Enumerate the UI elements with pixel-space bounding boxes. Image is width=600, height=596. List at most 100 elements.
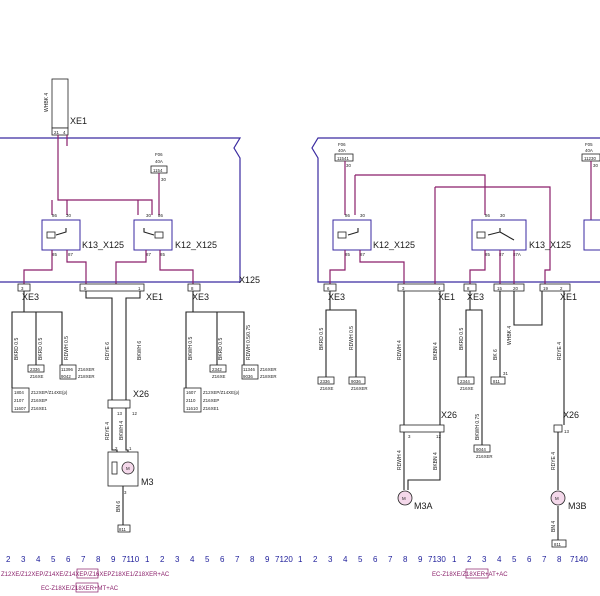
wire-label-bkwh075: BKWH 0.75 — [475, 414, 481, 440]
pin-85d: 85 — [485, 252, 490, 257]
relay-partial-right — [583, 219, 600, 251]
ruler-digit: 8 — [250, 555, 255, 564]
left-magenta-wire — [51, 135, 153, 215]
ground-ref-811-right: 811 — [554, 542, 562, 547]
ruler-mark-7140: 7140 — [570, 555, 588, 564]
ref-z18xer-b: Z18XER — [260, 374, 277, 379]
footnote-right-c: +AT+AC — [485, 572, 508, 578]
ref-box-2344 — [457, 376, 475, 385]
footnote-left-highlight — [76, 568, 99, 579]
x26-right-lower-wires — [403, 432, 441, 490]
ref-z18xer: Z18XER — [78, 374, 95, 379]
pin-85: 85 — [52, 252, 57, 257]
ref-z12xep-b: Z12XEP/Z14XE(p) — [203, 390, 240, 395]
ref-z16xe-c: Z16XE — [320, 386, 333, 391]
ref-z16xer-b: Z16XER — [260, 367, 277, 372]
footnote-left-a: Z12XE/Z12XEP/Z14XE/Z14XEP/Z — [1, 572, 93, 578]
ruler-digit: 8 — [96, 555, 101, 564]
pin-19: 19 — [543, 286, 548, 291]
ref-9036-b: 9036 — [351, 379, 361, 384]
xe3-right-pin-box — [323, 283, 337, 292]
relay-coil-k12-left — [154, 231, 164, 239]
ref-box-11396 — [59, 364, 77, 380]
ref-box-1804 — [11, 387, 30, 413]
ruler-mark-7120: 7120 — [275, 555, 293, 564]
right-relay-output-wires — [329, 250, 515, 285]
footnote-left2-b: 18XER — [75, 586, 95, 592]
connector-x26-left: X26 — [133, 389, 149, 399]
motor-m3-icon — [121, 461, 135, 475]
wire-label-rdye4-a: RDYE 4 — [105, 422, 111, 440]
wire-label-rdwh4-a: RDWH 4 — [397, 340, 403, 360]
xe1-top-pins — [51, 127, 69, 136]
ground-ref-box-right — [551, 539, 567, 548]
ref-9044: 9044 — [476, 447, 486, 452]
ref-z16xe: Z16XE — [30, 374, 43, 379]
pin-30b: 30 — [146, 213, 151, 218]
relay-label-k12-right: K12_X125 — [373, 240, 415, 250]
ruler-digit: 4 — [36, 555, 41, 564]
ruler-digit: 3 — [21, 555, 26, 564]
left-panel-outline — [0, 137, 242, 283]
connector-xe3-right2: XE3 — [467, 292, 484, 302]
relay-coil-k13-right — [476, 231, 486, 239]
ref-z16xe-d: Z16XE — [460, 386, 473, 391]
connector-xe1-right2: XE1 — [560, 292, 577, 302]
pin-30d: 30 — [500, 213, 505, 218]
connector-x26-right-box — [399, 424, 445, 433]
ruler-digit: 4 — [343, 555, 348, 564]
relay-coil-k12-right — [337, 231, 347, 239]
pin-12: 12 — [132, 411, 137, 416]
left-relay-output-wires — [23, 250, 194, 285]
wire-label-bkwh6: BKWH 6 — [137, 341, 143, 360]
right-branch-wires — [325, 291, 565, 445]
footnote-right-b: 18XER — [466, 572, 486, 578]
ruler-digit: 9 — [418, 555, 423, 564]
pin-31: 31 — [503, 371, 508, 376]
wire-label-bkbn4-a: BKBN 4 — [433, 342, 439, 360]
left-branch-wires — [11, 291, 245, 400]
wire-label-bkwh4-a: BKWH 4 — [119, 421, 125, 440]
connector-x26-left-box — [107, 399, 131, 409]
ruler-digit: 6 — [373, 555, 378, 564]
wire-label-bkrd05-d: BKRD 0.5 — [319, 328, 325, 350]
connector-x26-right: X26 — [441, 410, 457, 420]
ref-11396: 11396 — [61, 367, 73, 372]
relay-contact-k12-left — [143, 228, 155, 236]
ruler-digit: 9 — [111, 555, 116, 564]
relay-label-k12-left: K12_X125 — [175, 240, 217, 250]
ruler-digit: 5 — [51, 555, 56, 564]
wire-label-bkrd05-b: BKRD 0.5 — [38, 338, 44, 360]
pin-85c: 85 — [345, 252, 350, 257]
ref-box-2336-b — [317, 376, 335, 385]
connector-xe3-left: XE3 — [22, 292, 39, 302]
ref-11607: 11607 — [14, 406, 26, 411]
ruler-digit: 7 — [235, 555, 240, 564]
ref-z16xe-b: Z16XE — [212, 374, 225, 379]
ruler-digit: 4 — [497, 555, 502, 564]
ref-box-1607 — [183, 387, 202, 413]
motor-m3b-glyph: M — [555, 496, 559, 501]
wire-label-rdwh05-b: RDWH 0.5 — [349, 326, 355, 350]
ruler-digit: 1 — [298, 555, 303, 564]
pin-1b: 1 — [129, 446, 132, 451]
relay-contact-k13-right — [487, 228, 515, 241]
fuse-f06-right-ref-box — [334, 153, 354, 162]
wire-label-whbk05: BKWH 0.5 — [188, 336, 194, 360]
pin-2b: 2 — [560, 286, 563, 291]
ref-z16xep: Z16XEP — [31, 398, 47, 403]
fuse-f06-right-amp: 40A — [338, 148, 346, 153]
connector-xe3-left2: XE3 — [192, 292, 209, 302]
fuse-f05-amp: 40A — [585, 148, 593, 153]
motor-m3-resistor — [111, 461, 118, 475]
footnote-left-line2: EC-Z18XE/Z18XER+MT+AC — [41, 586, 119, 592]
pin-1: 1 — [138, 286, 141, 291]
motor-m3a-glyph: M — [402, 496, 406, 501]
pin-13b: 13 — [564, 429, 569, 434]
pin-6: 6 — [327, 286, 330, 291]
pin-87c: 87 — [360, 252, 365, 257]
fuse-f06-left-label: F06 — [155, 152, 163, 157]
motor-label-m3a: M3A — [414, 501, 433, 511]
relay-label-k13-left: K13_X125 — [82, 240, 124, 250]
wire-label-bkrd05-c: BKRD 0.5 — [218, 338, 224, 360]
